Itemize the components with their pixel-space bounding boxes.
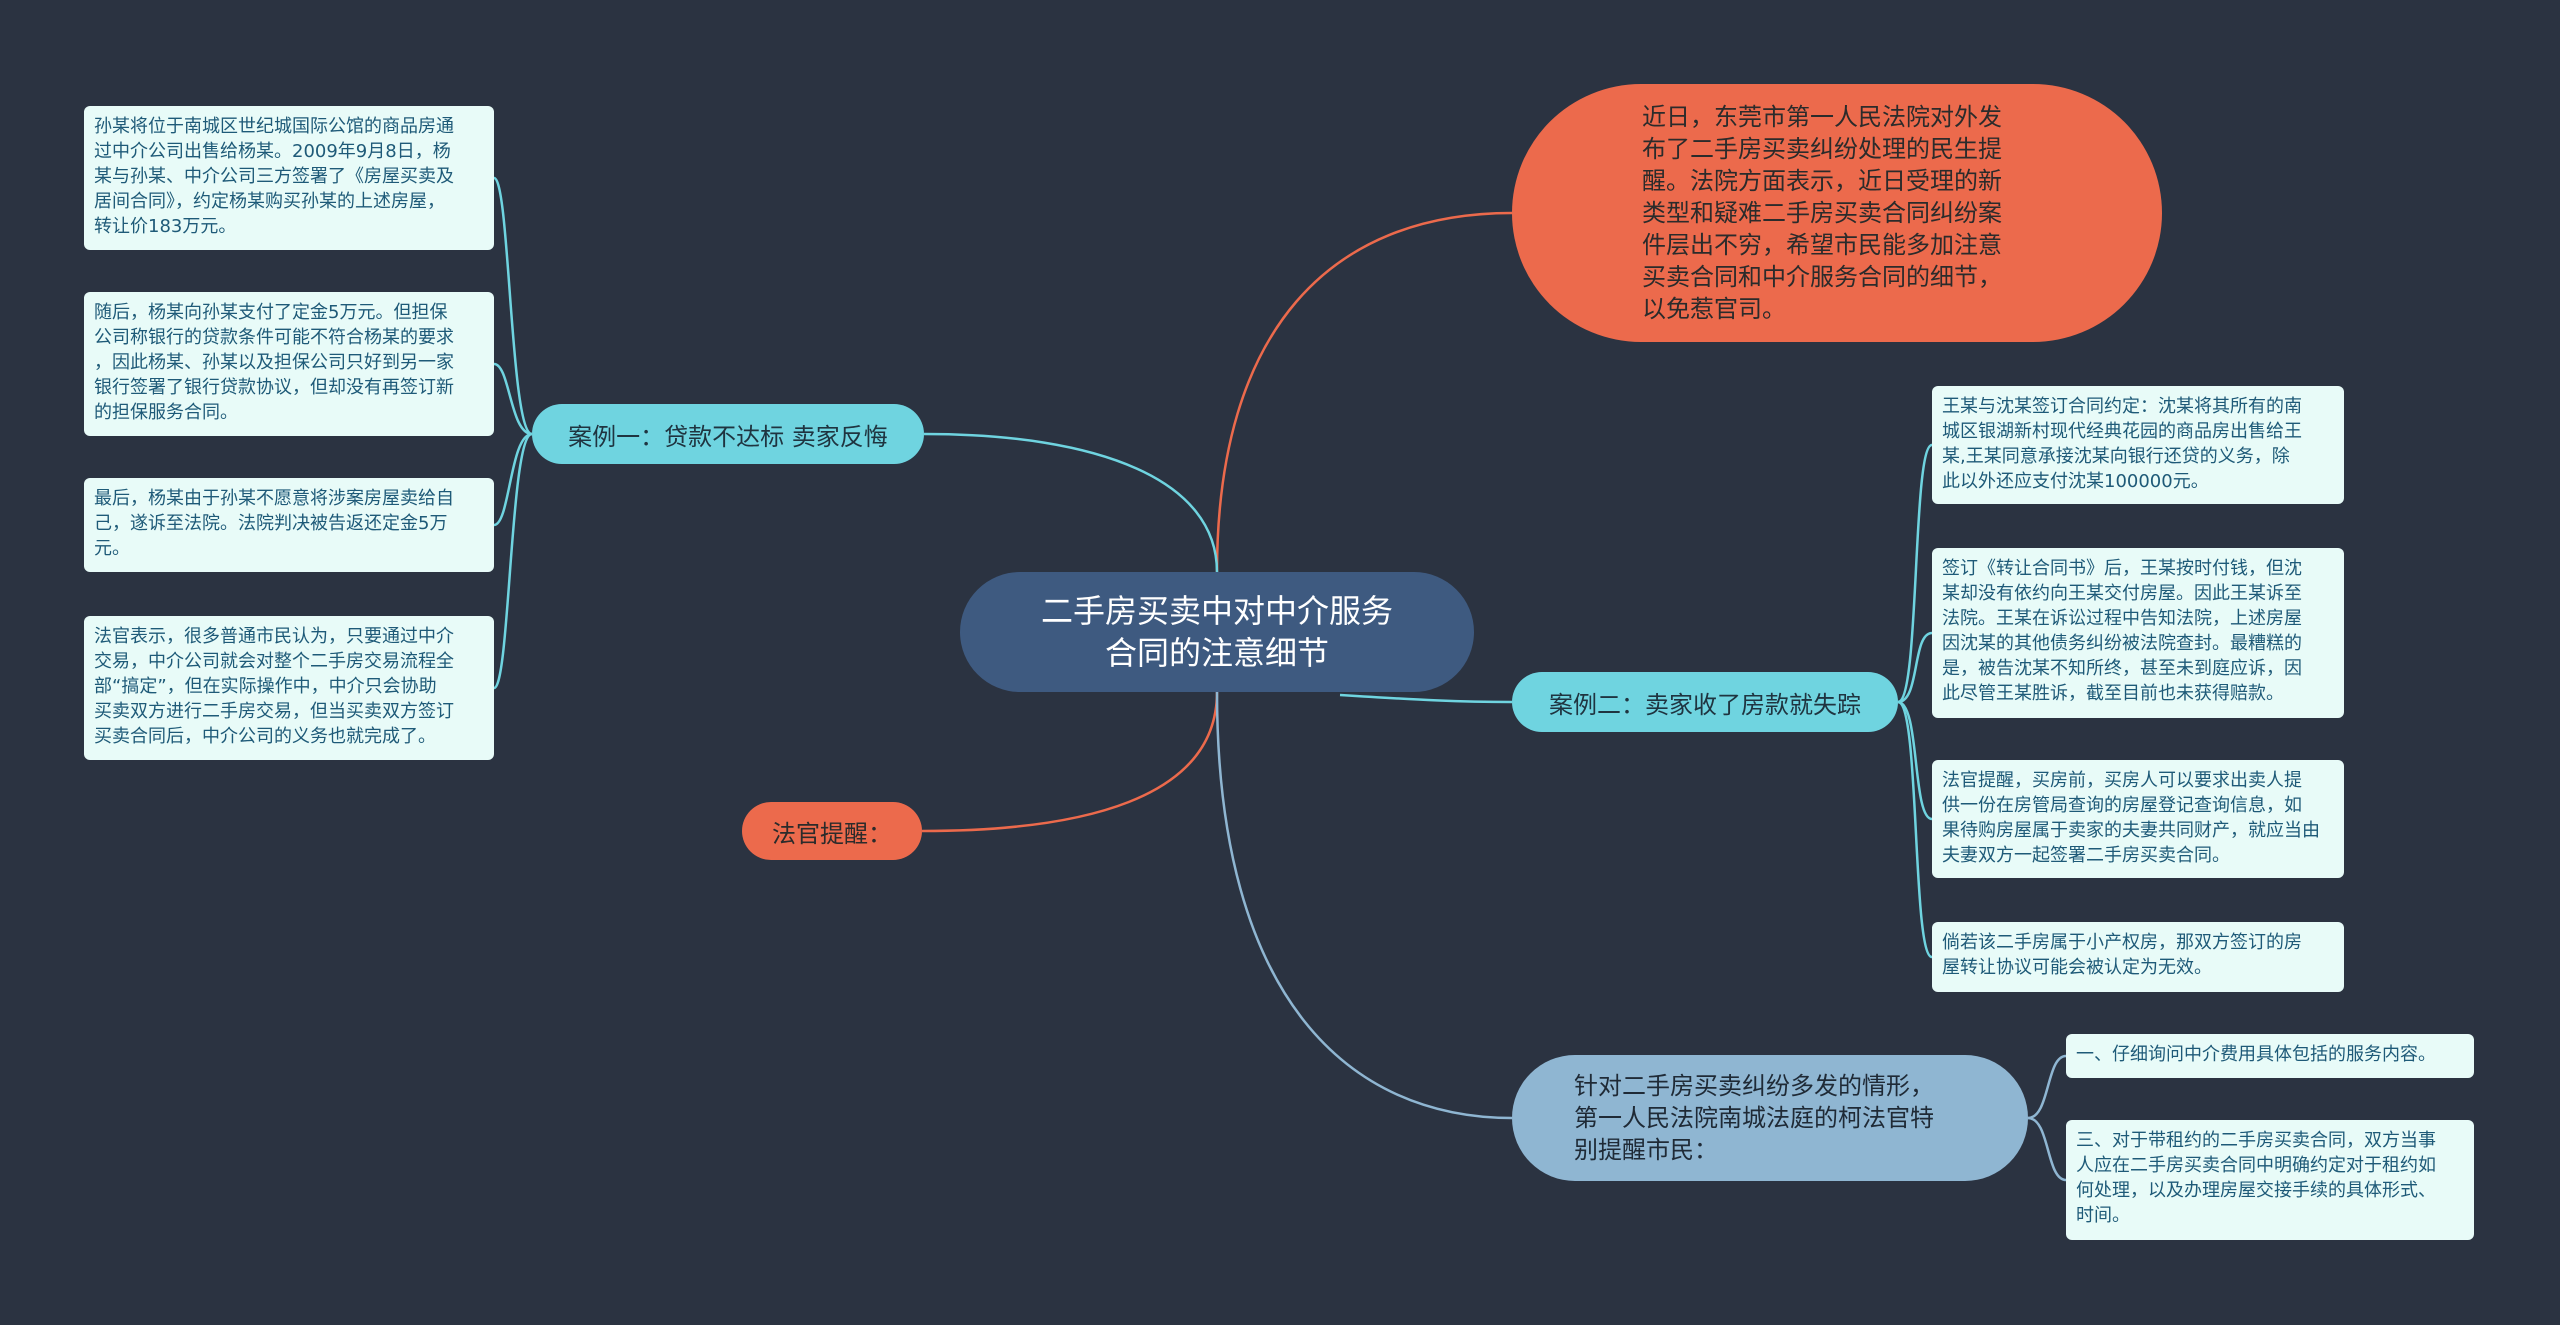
case-two-leaf[interactable]: 法官提醒，买房前，买房人可以要求出卖人提 供一份在房管局查询的房屋登记查询信息，… [1932, 760, 2344, 878]
advice-topic-text: 针对二手房买卖纠纷多发的情形， 第一人民法院南城法庭的柯法官特 别提醒市民： [1574, 1072, 1934, 1164]
edge-case2-leaf-4 [1897, 700, 1933, 959]
leaf-text: 法官表示，很多普通市民认为，只要通过中介 交易，中介公司就会对整个二手房交易流程… [94, 626, 454, 747]
leaf-text: 签订《转让合同书》后，王某按时付钱，但沈 某却没有依约向王某交付房屋。因此王某诉… [1942, 558, 2302, 704]
case-two-leaf[interactable]: 签订《转让合同书》后，王某按时付钱，但沈 某却没有依约向王某交付房屋。因此王某诉… [1932, 548, 2344, 718]
case-one-label: 案例一：贷款不达标 卖家反悔 [568, 422, 888, 451]
leaf-text: 随后，杨某向孙某支付了定金5万元。但担保 公司称银行的贷款条件可能不符合杨某的要… [94, 302, 454, 423]
case-two-label: 案例二：卖家收了房款就失踪 [1549, 690, 1861, 719]
edge-advice-leaf-2 [2027, 1116, 2067, 1182]
leaf-text: 一、仔细询问中介费用具体包括的服务内容。 [2076, 1044, 2436, 1065]
judge-reminder-topic[interactable]: 法官提醒： [742, 802, 922, 860]
edge-case1-leaf-1 [492, 176, 533, 436]
edge-root-case1 [923, 432, 1219, 573]
leaf-text: 王某与沈某签订合同约定：沈某将其所有的南 城区银湖新村现代经典花园的商品房出售给… [1942, 396, 2302, 492]
case-two-topic[interactable]: 案例二：卖家收了房款就失踪 [1512, 672, 1898, 732]
edge-case2-leaf-1 [1897, 443, 1933, 704]
advice-leaf[interactable]: 一、仔细询问中介费用具体包括的服务内容。 [2066, 1034, 2474, 1078]
advice-leaf[interactable]: 三、对于带租约的二手房买卖合同，双方当事 人应在二手房买卖合同中明确约定对于租约… [2066, 1120, 2474, 1240]
edge-case1-leaf-4 [492, 432, 533, 690]
leaf-text: 最后，杨某由于孙某不愿意将涉案房屋卖给自 己，遂诉至法院。法院判决被告返还定金5… [94, 488, 454, 559]
leaf-text: 倘若该二手房属于小产权房，那双方签订的房 屋转让协议可能会被认定为无效。 [1942, 932, 2302, 978]
edge-root-intro [1215, 211, 1513, 573]
leaf-text: 法官提醒，买房前，买房人可以要求出卖人提 供一份在房管局查询的房屋登记查询信息，… [1942, 770, 2320, 866]
edge-root-advice [1215, 691, 1513, 1120]
case-two-leaf[interactable]: 王某与沈某签订合同约定：沈某将其所有的南 城区银湖新村现代经典花园的商品房出售给… [1932, 386, 2344, 504]
edge-root-judge [921, 691, 1219, 833]
advice-topic[interactable]: 针对二手房买卖纠纷多发的情形， 第一人民法院南城法庭的柯法官特 别提醒市民： [1512, 1055, 2028, 1181]
edge-case1-leaf-3 [493, 432, 533, 527]
case-one-topic[interactable]: 案例一：贷款不达标 卖家反悔 [532, 404, 924, 464]
case-one-leaf[interactable]: 随后，杨某向孙某支付了定金5万元。但担保 公司称银行的贷款条件可能不符合杨某的要… [84, 292, 494, 436]
leaf-text: 三、对于带租约的二手房买卖合同，双方当事 人应在二手房买卖合同中明确约定对于租约… [2076, 1130, 2436, 1226]
edge-root-case2 [1339, 693, 1513, 704]
edge-case2-leaf-2 [1897, 631, 1933, 704]
case-one-leaf[interactable]: 最后，杨某由于孙某不愿意将涉案房屋卖给自 己，遂诉至法院。法院判决被告返还定金5… [84, 478, 494, 572]
case-two-leaf[interactable]: 倘若该二手房属于小产权房，那双方签订的房 屋转让协议可能会被认定为无效。 [1932, 922, 2344, 992]
intro-topic-text: 近日，东莞市第一人民法院对外发 布了二手房买卖纠纷处理的民生提 醒。法院方面表示… [1642, 103, 2002, 323]
judge-reminder-label: 法官提醒： [772, 819, 892, 848]
root-topic[interactable]: 二手房买卖中对中介服务 合同的注意细节 [960, 572, 1474, 692]
edge-case2-leaf-3 [1897, 700, 1933, 821]
leaf-text: 孙某将位于南城区世纪城国际公馆的商品房通 过中介公司出售给杨某。2009年9月8… [94, 116, 454, 237]
root-topic-label: 二手房买卖中对中介服务 合同的注意细节 [1040, 592, 1393, 672]
case-one-leaf[interactable]: 孙某将位于南城区世纪城国际公馆的商品房通 过中介公司出售给杨某。2009年9月8… [84, 106, 494, 250]
intro-topic[interactable]: 近日，东莞市第一人民法院对外发 布了二手房买卖纠纷处理的民生提 醒。法院方面表示… [1512, 84, 2162, 342]
case-one-leaf[interactable]: 法官表示，很多普通市民认为，只要通过中介 交易，中介公司就会对整个二手房交易流程… [84, 616, 494, 760]
edge-advice-leaf-1 [2027, 1054, 2067, 1120]
edge-case1-leaf-2 [493, 362, 533, 436]
